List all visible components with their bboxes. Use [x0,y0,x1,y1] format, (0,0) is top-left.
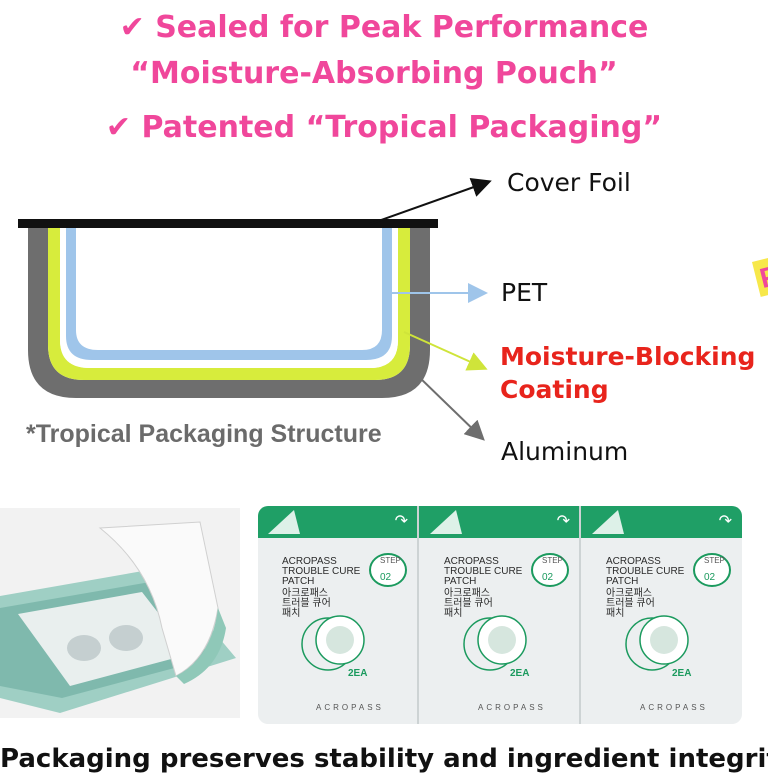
svg-text:트러블 큐어: 트러블 큐어 [282,597,331,609]
svg-text:2EA: 2EA [348,668,367,679]
diagram-caption: *Tropical Packaging Structure [26,420,382,448]
svg-text:STEP: STEP [704,556,725,565]
partial-sticker: P [752,252,768,297]
opened-patch-photo [0,508,240,718]
svg-text:TROUBLE CURE: TROUBLE CURE [282,566,361,577]
bottom-statement: Packaging preserves stability and ingred… [0,744,768,774]
svg-text:STEP: STEP [542,556,563,565]
svg-text:트러블 큐어: 트러블 큐어 [444,597,493,609]
packaging-structure-diagram: P [18,177,768,441]
pet-label: PET [501,278,548,307]
pouch-brand-1: ACROPASS [282,556,337,567]
pouch-3: ↷ ACROPASS TROUBLE CURE PATCH 아크로패스 트러블 … [592,510,733,712]
pouch-2: ↷ ACROPASS TROUBLE CURE PATCH 아크로패스 트러블 … [430,510,571,712]
svg-text:아크로패스: 아크로패스 [444,587,490,599]
svg-text:02: 02 [704,572,716,583]
svg-text:ACROPASS: ACROPASS [478,703,546,712]
svg-text:패치: 패치 [282,607,300,619]
svg-text:STEP: STEP [380,556,401,565]
aluminum-arrow [417,375,485,441]
pouch-strip-photo: ↷ ACROPASS TROUBLE CURE PATCH 아크로패스 트러블 … [258,506,742,724]
headline-patented: ✔ Patented “Tropical Packaging” [105,110,663,145]
svg-text:↷: ↷ [557,511,571,530]
svg-text:2EA: 2EA [672,668,691,679]
svg-text:아크로패스: 아크로패스 [282,587,328,599]
svg-text:ACROPASS: ACROPASS [316,703,384,712]
coating-arrow [403,331,488,371]
svg-text:P: P [757,259,768,294]
pet-layer [66,228,392,360]
svg-text:ACROPASS: ACROPASS [640,703,708,712]
pouch-brand-3: ACROPASS [606,556,661,567]
svg-text:트러블 큐어: 트러블 큐어 [606,597,655,609]
svg-text:02: 02 [380,572,392,583]
svg-text:PATCH: PATCH [606,576,638,587]
svg-text:패치: 패치 [444,607,462,619]
svg-text:↷: ↷ [719,511,733,530]
coating-label-line2: Coating [500,375,609,404]
svg-text:PATCH: PATCH [444,576,476,587]
cover-foil-layer [18,219,438,228]
coating-label-line1: Moisture-Blocking [500,342,756,371]
pouch-1: ↷ ACROPASS TROUBLE CURE PATCH 아크로패스 트러블 … [268,510,409,712]
aluminum-layer [28,228,430,398]
svg-text:PATCH: PATCH [282,576,314,587]
svg-text:아크로패스: 아크로패스 [606,587,652,599]
svg-text:↷: ↷ [395,511,409,530]
headline-moisture-pouch: “Moisture-Absorbing Pouch” [130,56,618,91]
cover-foil-arrow [369,177,492,225]
svg-text:TROUBLE CURE: TROUBLE CURE [606,566,685,577]
aluminum-label: Aluminum [501,437,629,466]
svg-text:2EA: 2EA [510,668,529,679]
pouch-brand-2: ACROPASS [444,556,499,567]
svg-text:패치: 패치 [606,607,624,619]
headline-sealed: ✔ Sealed for Peak Performance [119,10,649,45]
svg-text:TROUBLE CURE: TROUBLE CURE [444,566,523,577]
svg-text:02: 02 [542,572,554,583]
cover-foil-label: Cover Foil [507,168,631,197]
